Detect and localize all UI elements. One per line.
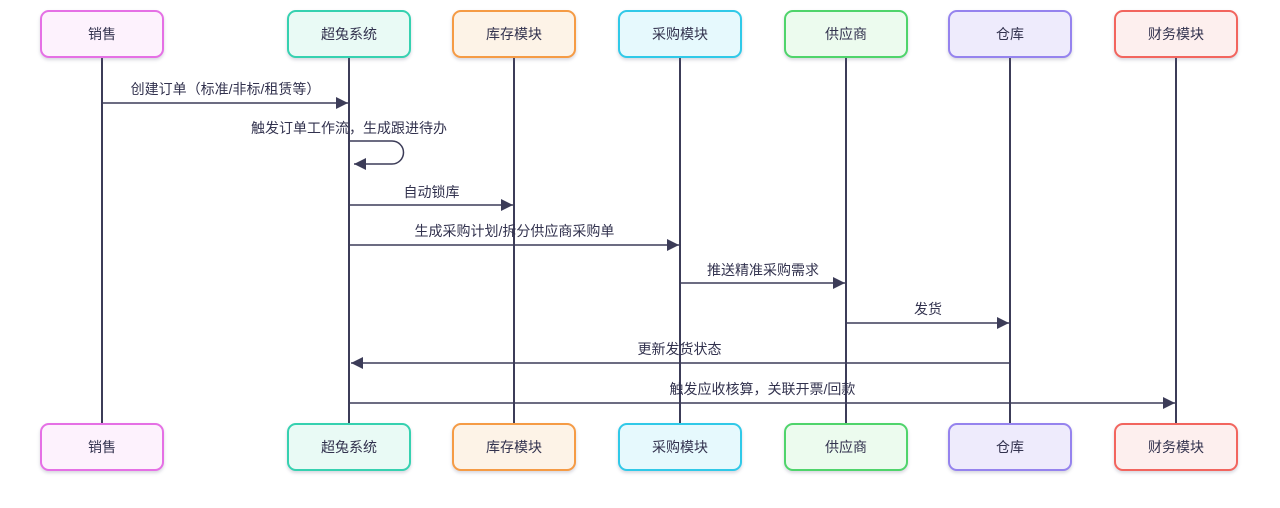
message-arrow-self-workflow bbox=[349, 140, 405, 170]
actor-top-sales: 销售 bbox=[40, 10, 164, 58]
lifeline-procurement-module bbox=[679, 58, 681, 423]
actor-top-inventory-module: 库存模块 bbox=[452, 10, 576, 58]
actor-top-chaotu-system: 超兔系统 bbox=[287, 10, 411, 58]
actor-top-finance-module: 财务模块 bbox=[1114, 10, 1238, 58]
lifeline-finance-module bbox=[1175, 58, 1177, 423]
lifeline-chaotu-system bbox=[348, 58, 350, 423]
message-label-self-workflow: 触发订单工作流，生成跟进待办 bbox=[251, 120, 447, 136]
message-label-update-ship-status: 更新发货状态 bbox=[637, 341, 722, 357]
lifeline-warehouse bbox=[1009, 58, 1011, 423]
message-label-create-order: 创建订单（标准/非标/租赁等） bbox=[130, 81, 321, 97]
actor-bottom-inventory-module: 库存模块 bbox=[452, 423, 576, 471]
actor-bottom-sales: 销售 bbox=[40, 423, 164, 471]
actor-bottom-procurement-module: 采购模块 bbox=[618, 423, 742, 471]
message-label-ship-goods: 发货 bbox=[914, 301, 942, 317]
lifeline-inventory-module bbox=[513, 58, 515, 423]
message-label-purchase-plan: 生成采购计划/拆分供应商采购单 bbox=[414, 223, 615, 239]
lifeline-supplier bbox=[845, 58, 847, 423]
lifeline-sales bbox=[101, 58, 103, 423]
actor-bottom-chaotu-system: 超兔系统 bbox=[287, 423, 411, 471]
message-label-auto-lock-stock: 自动锁库 bbox=[403, 184, 460, 200]
actor-top-procurement-module: 采购模块 bbox=[618, 10, 742, 58]
actor-top-warehouse: 仓库 bbox=[948, 10, 1072, 58]
actor-bottom-supplier: 供应商 bbox=[784, 423, 908, 471]
actor-bottom-finance-module: 财务模块 bbox=[1114, 423, 1238, 471]
actor-bottom-warehouse: 仓库 bbox=[948, 423, 1072, 471]
actor-top-supplier: 供应商 bbox=[784, 10, 908, 58]
message-label-receivables: 触发应收核算，关联开票/回款 bbox=[669, 381, 856, 397]
message-label-push-demand: 推送精准采购需求 bbox=[707, 262, 819, 278]
